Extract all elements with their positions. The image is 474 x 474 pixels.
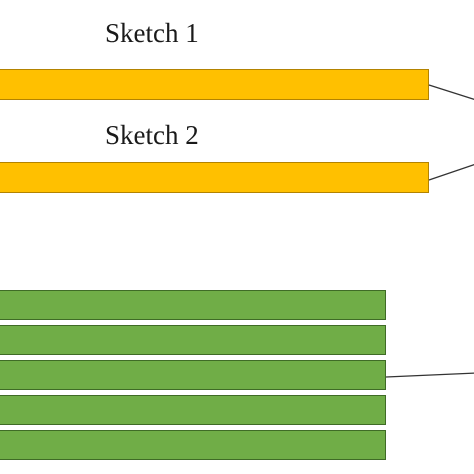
sketch-2-bar xyxy=(0,162,429,193)
table-connector xyxy=(385,372,474,378)
sketch-1-label: Sketch 1 xyxy=(105,18,199,48)
sketch-2-label: Sketch 2 xyxy=(105,120,199,150)
sketch-2-connector xyxy=(428,163,474,181)
sketch-1-bar xyxy=(0,69,429,100)
sketch-1-connector xyxy=(428,84,474,101)
table-row xyxy=(0,430,386,460)
table-row xyxy=(0,325,386,355)
table-row xyxy=(0,290,386,320)
table-row xyxy=(0,395,386,425)
table-row xyxy=(0,360,386,390)
